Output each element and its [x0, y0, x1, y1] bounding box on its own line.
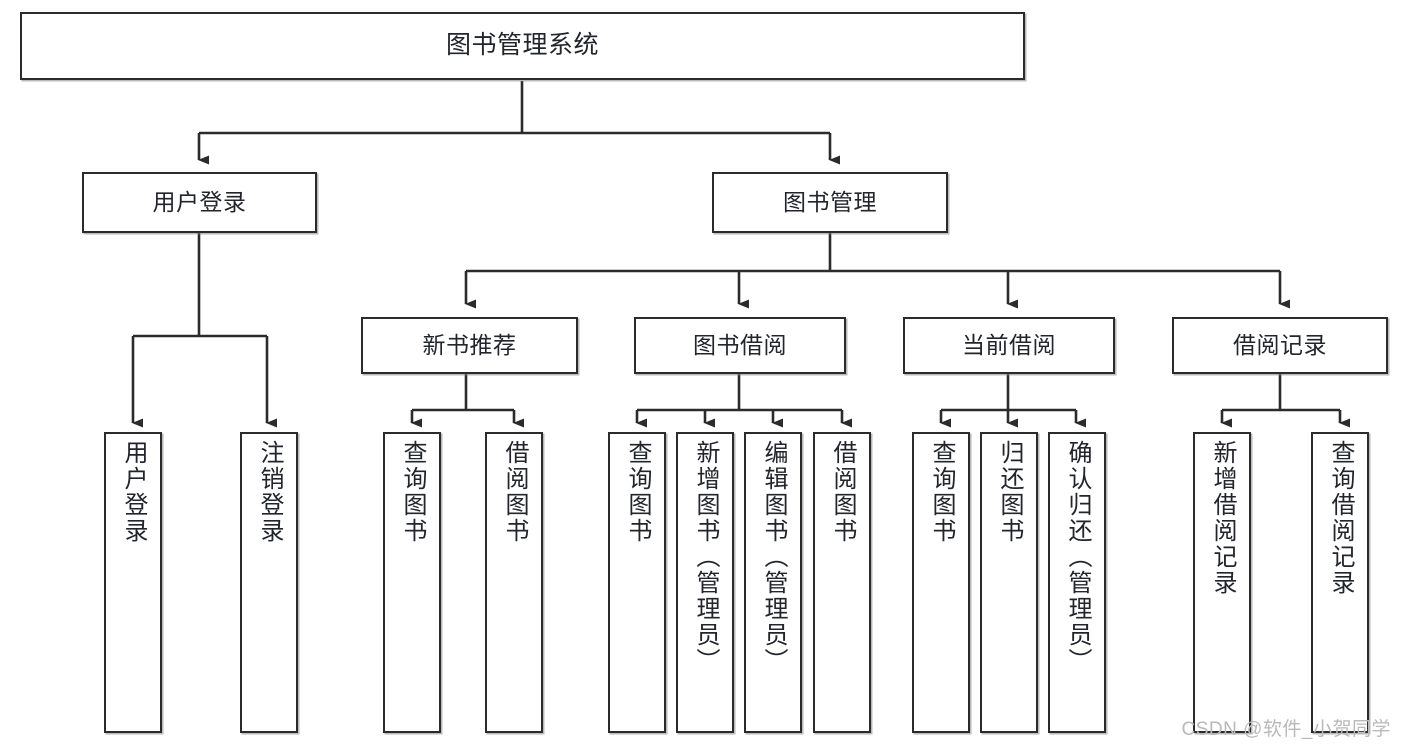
node-label: 借阅图书 [829, 440, 856, 544]
node-borrow-records[interactable]: 借阅记录 [1172, 317, 1388, 374]
node-label: 查询借阅记录 [1327, 440, 1354, 596]
node-current-borrowing[interactable]: 当前借阅 [903, 317, 1115, 374]
leaf-query-books-borrowing[interactable]: 查询图书 [608, 432, 666, 733]
node-label: 借阅图书 [501, 440, 528, 544]
node-new-book-recommendation[interactable]: 新书推荐 [361, 317, 578, 374]
node-label: 当前借阅 [962, 331, 1056, 358]
node-label: 查询图书 [928, 440, 955, 544]
node-book-borrowing[interactable]: 图书借阅 [634, 317, 846, 374]
leaf-borrow-books-recommendation[interactable]: 借阅图书 [485, 432, 543, 733]
leaf-query-books-recommendation[interactable]: 查询图书 [383, 432, 441, 733]
node-book-management[interactable]: 图书管理 [712, 172, 948, 233]
leaf-borrow-books-borrowing[interactable]: 借阅图书 [813, 432, 871, 733]
leaf-return-books[interactable]: 归还图书 [980, 432, 1038, 733]
leaf-add-book-admin[interactable]: 新增图书（管理员） [676, 432, 734, 733]
node-label: 图书管理系统 [445, 31, 599, 60]
node-user-login[interactable]: 用户登录 [82, 172, 317, 233]
watermark: CSDN @软件_小贺同学 [1181, 719, 1391, 740]
node-label: 图书借阅 [693, 331, 787, 358]
leaf-query-books-current[interactable]: 查询图书 [912, 432, 970, 733]
node-label: 借阅记录 [1233, 331, 1327, 358]
leaf-confirm-return-admin[interactable]: 确认归还（管理员） [1048, 432, 1106, 733]
node-label: 新书推荐 [422, 331, 517, 358]
node-label: 新增借阅记录 [1209, 440, 1236, 596]
leaf-query-borrow-record[interactable]: 查询借阅记录 [1311, 432, 1369, 733]
node-label: 用户登录 [152, 188, 247, 215]
node-label: 图书管理 [783, 188, 877, 215]
leaf-logout[interactable]: 注销登录 [240, 432, 298, 733]
node-label: 归还图书 [996, 440, 1023, 544]
node-label: 新增图书（管理员） [692, 440, 719, 674]
node-label: 确认归还（管理员） [1064, 440, 1091, 674]
leaf-edit-book-admin[interactable]: 编辑图书（管理员） [744, 432, 802, 733]
node-label: 编辑图书（管理员） [760, 440, 787, 674]
leaf-add-borrow-record[interactable]: 新增借阅记录 [1193, 432, 1251, 733]
node-label: 注销登录 [256, 440, 283, 544]
node-label: 查询图书 [624, 440, 651, 544]
leaf-user-login[interactable]: 用户登录 [104, 432, 162, 733]
node-root-library-management-system[interactable]: 图书管理系统 [20, 12, 1025, 80]
node-label: 用户登录 [120, 440, 147, 544]
node-label: 查询图书 [399, 440, 426, 544]
